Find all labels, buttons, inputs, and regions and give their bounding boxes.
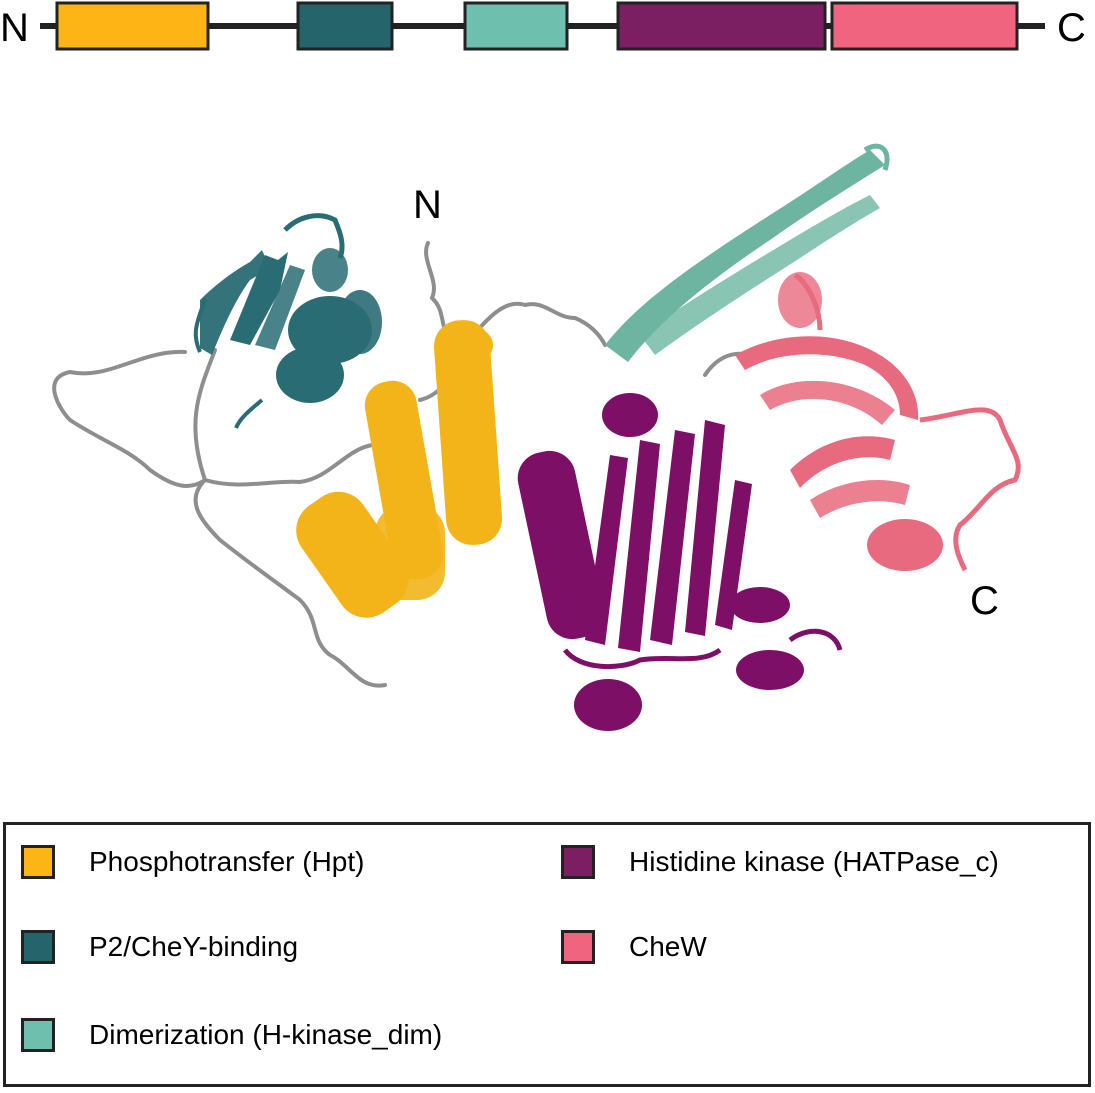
hpt-domain-cartoon [296, 320, 503, 618]
legend-swatch-hatpase [561, 845, 595, 879]
domain-architecture: N C [0, 1, 1086, 51]
legend-item-hpt: Phosphotransfer (Hpt) [21, 845, 364, 879]
legend-swatch-hpt [21, 845, 55, 879]
structure-n-terminus-label: N [413, 183, 442, 227]
legend-item-p2: P2/CheY-binding [21, 930, 298, 964]
chew-domain-cartoon [735, 272, 1021, 572]
structure-c-terminus-label: C [970, 579, 999, 623]
legend-swatch-dim [21, 1018, 55, 1052]
n-terminal-tail [424, 241, 450, 337]
domain-box-dim [463, 1, 569, 51]
legend-label-chew: CheW [629, 931, 707, 962]
legend-label-p2: P2/CheY-binding [89, 931, 299, 962]
legend-label-hpt: Phosphotransfer (Hpt) [89, 846, 365, 877]
n-terminus-label: N [0, 6, 29, 50]
legend-swatch-p2 [21, 930, 55, 964]
domain-box-p2 [296, 1, 394, 51]
figure-canvas: N C [0, 1, 1086, 731]
domain-box-hatpase [616, 1, 827, 51]
legend-item-hatpase: Histidine kinase (HATPase_c) [561, 845, 999, 879]
legend: Phosphotransfer (Hpt) P2/CheY-binding Di… [3, 822, 1091, 1087]
domain-box-chew [830, 1, 1019, 51]
dimerization-domain-cartoon [605, 143, 890, 362]
c-terminus-label: C [1057, 6, 1086, 50]
p2-domain-cartoon [193, 213, 382, 429]
protein-structure: N C [52, 143, 1021, 731]
legend-label-dim: Dimerization (H-kinase_dim) [89, 1019, 443, 1050]
hatpase-domain-cartoon [517, 393, 843, 731]
linker-loops [52, 241, 752, 688]
domain-box-hpt [55, 1, 210, 51]
legend-item-chew: CheW [561, 930, 707, 964]
legend-swatch-chew [561, 930, 595, 964]
legend-item-dim: Dimerization (H-kinase_dim) [21, 1018, 442, 1052]
legend-label-hatpase: Histidine kinase (HATPase_c) [629, 846, 999, 877]
